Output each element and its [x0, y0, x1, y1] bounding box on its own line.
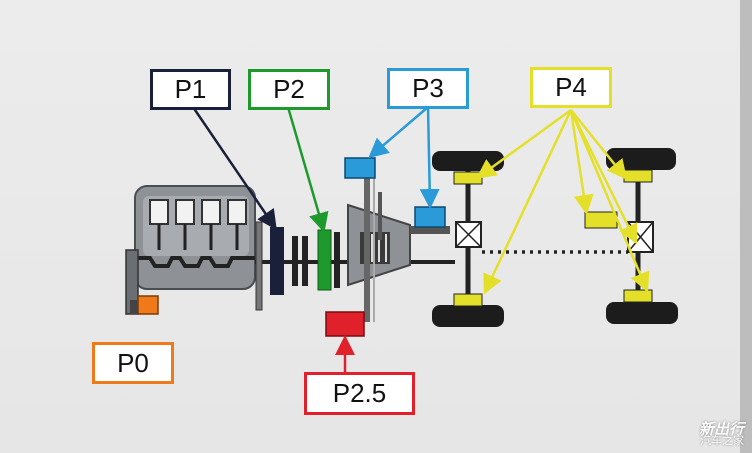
clutch-plate	[292, 236, 298, 286]
crankshaft	[135, 256, 255, 268]
engine	[125, 185, 256, 315]
p2-label: P2	[248, 69, 330, 110]
front-right-hub	[453, 293, 483, 307]
front-left-wheel	[432, 151, 504, 171]
front-right-wheel	[432, 305, 504, 327]
front-left-hub	[453, 171, 483, 185]
rear-right-wheel	[606, 302, 678, 324]
p1-label: P1	[150, 69, 231, 110]
p3-motor-upper	[344, 157, 376, 179]
rear-right-hub	[623, 289, 653, 303]
rear-left-hub	[623, 169, 653, 183]
rear-axle-motor	[584, 211, 618, 229]
p3-label-text: P3	[412, 73, 444, 103]
p2-5-label: P2.5	[304, 372, 415, 415]
p1-motor	[270, 227, 284, 295]
screen-edge	[740, 0, 752, 453]
p3-label: P3	[387, 68, 469, 109]
p2-motor	[317, 229, 332, 291]
p1-leader-arrow	[191, 106, 277, 231]
clutch-plate	[302, 236, 308, 286]
p0-label: P0	[92, 342, 174, 384]
engine-cylinders	[149, 199, 247, 225]
p3-leader-arrow-a	[368, 106, 429, 159]
p0-motor	[137, 295, 159, 315]
p2-label-text: P2	[273, 74, 305, 104]
transmission	[347, 176, 450, 322]
chassis	[432, 148, 678, 327]
p1-label-text: P1	[174, 74, 207, 104]
p2-5-motor	[325, 311, 365, 337]
watermark-line1: 新出行	[698, 420, 744, 438]
p3-motor-lower	[414, 206, 446, 228]
p0-label-text: P0	[117, 347, 149, 378]
p2-5-label-text: P2.5	[332, 378, 387, 408]
p3-leader-arrow-b	[419, 106, 440, 209]
p4-label: P4	[530, 67, 612, 108]
p4-leader-arrows	[475, 108, 650, 295]
watermark-line2: 汽车之家	[700, 434, 744, 447]
flywheel	[255, 221, 263, 311]
p2-leader-arrow	[286, 106, 329, 233]
watermark: 新出行 汽车之家	[698, 420, 744, 447]
p4-label-text: P4	[555, 72, 587, 102]
